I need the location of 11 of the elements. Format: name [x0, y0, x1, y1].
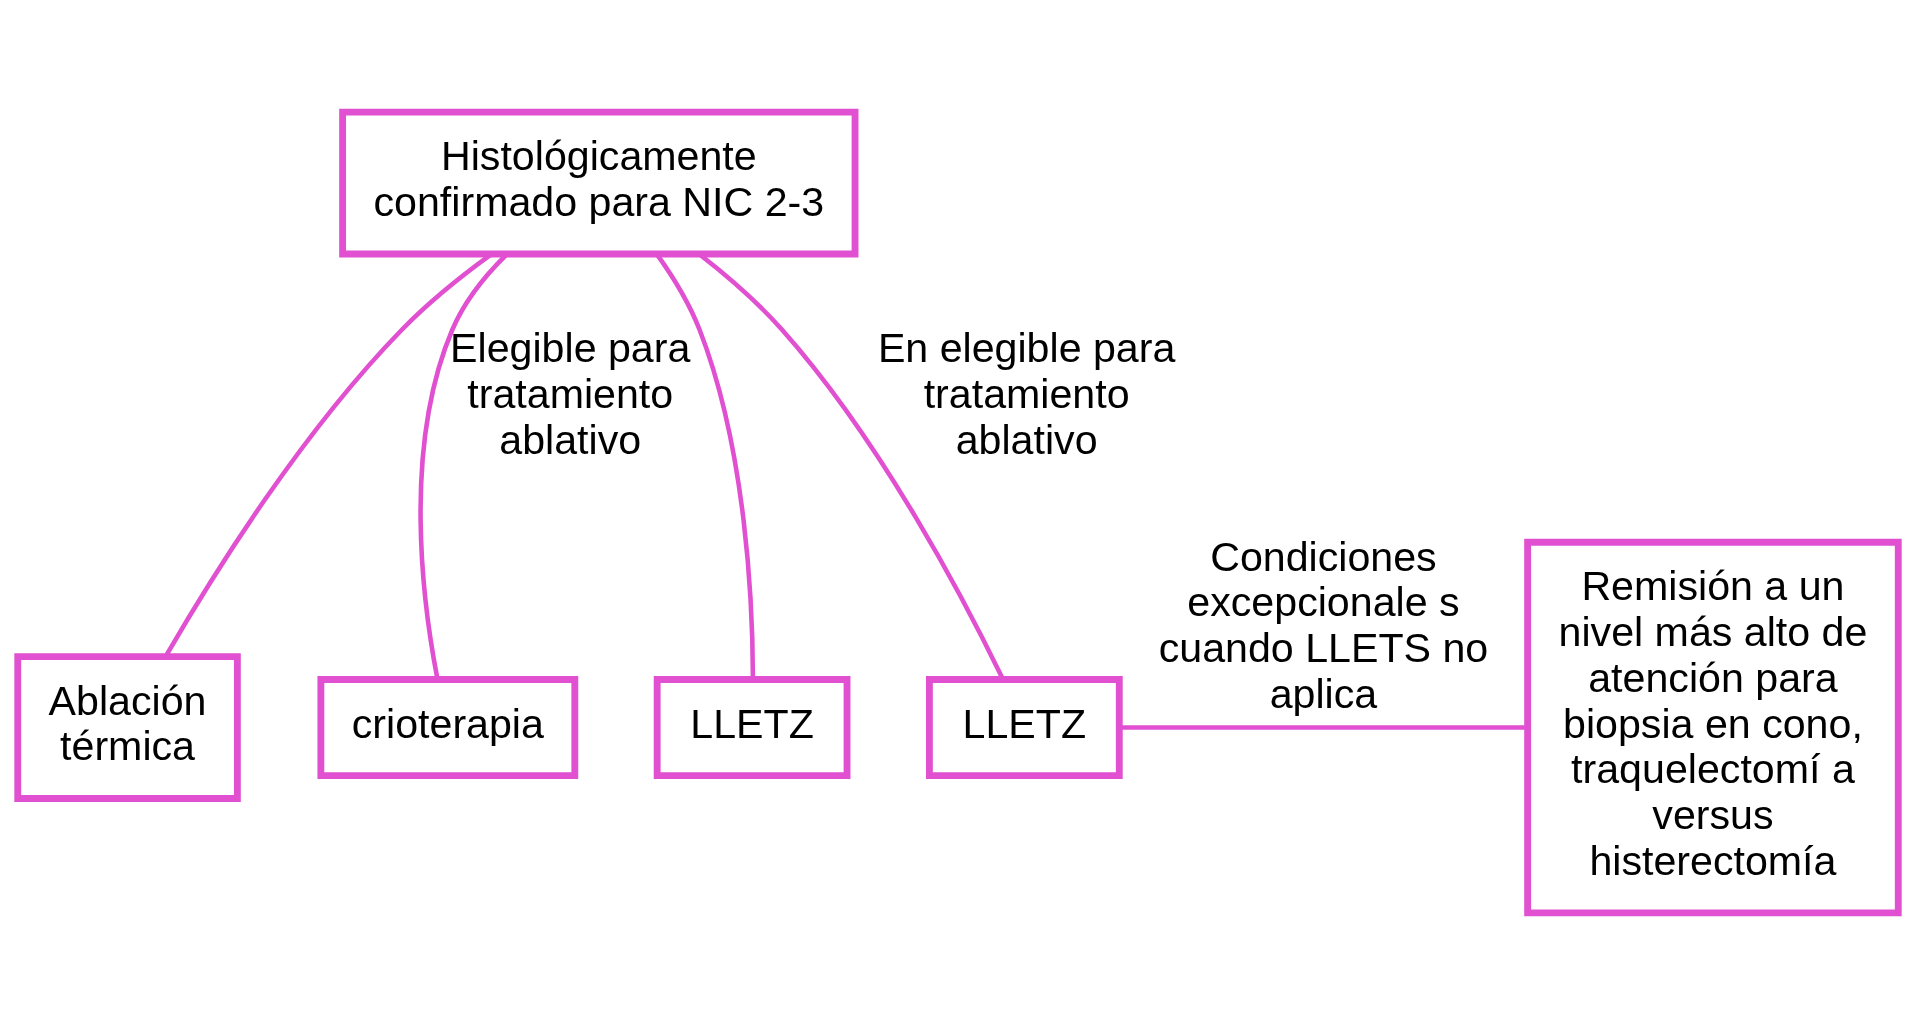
- edge-label: En elegible para tratamiento ablativo: [877, 324, 1176, 463]
- node-box: Remisión a un nivel más alto de atención para biopsia en cono, traquelectomí a versus histerectomía: [1524, 538, 1902, 916]
- node-box: Ablación térmica: [14, 652, 241, 802]
- connector: [1119, 724, 1527, 730]
- node-box: crioterapia: [317, 675, 579, 779]
- node-box: LLETZ: [653, 675, 851, 779]
- node-box: LLETZ: [925, 675, 1123, 779]
- edge-label: Condiciones excepcionale s cuando LLETS no aplica: [1158, 533, 1489, 717]
- edge-label: Elegible para tratamiento ablativo: [450, 324, 691, 463]
- node-box: Histológicamente confirmado para NIC 2-3: [339, 108, 859, 257]
- connector: [654, 252, 756, 679]
